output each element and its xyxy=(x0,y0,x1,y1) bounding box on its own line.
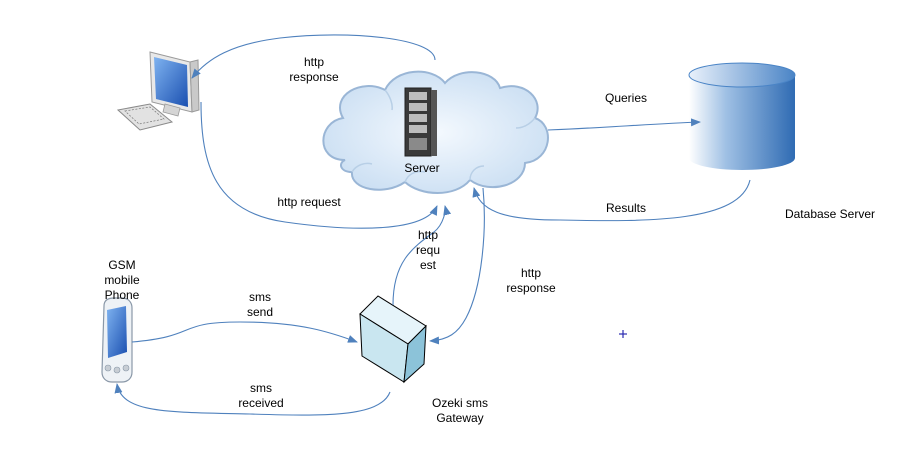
gateway-label: Ozeki sms Gateway xyxy=(431,396,488,425)
database-icon xyxy=(688,62,796,170)
http-request-vertical-label: http requ est xyxy=(415,228,441,272)
cursor-crosshair-icon xyxy=(619,330,627,338)
http-response-to-computer-arrow xyxy=(191,34,436,79)
queries-label: Queries xyxy=(604,91,648,105)
sms-gateway-icon xyxy=(359,295,427,384)
mobile-phone-icon xyxy=(101,297,133,383)
http-response-right-label: http response xyxy=(506,266,556,295)
results-arrow xyxy=(472,179,751,222)
results-label: Results xyxy=(605,201,646,215)
queries-arrow xyxy=(547,118,701,131)
database-server-label: Database Server xyxy=(784,207,876,221)
http-request-from-computer-arrow xyxy=(200,101,438,229)
server-icon xyxy=(404,87,437,157)
http-request-from-gateway-arrow xyxy=(392,205,452,306)
http-request-left-label: http request xyxy=(277,195,341,209)
server-label: Server xyxy=(404,161,440,175)
http-response-to-gateway-arrow xyxy=(429,187,485,345)
computer-icon xyxy=(116,51,200,131)
gsm-phone-label: GSM mobile Phone xyxy=(104,258,140,302)
sms-received-arrow xyxy=(114,383,391,416)
sms-send-arrow xyxy=(131,321,358,343)
http-response-top-label: http response xyxy=(289,55,339,84)
sms-send-label: sms send xyxy=(246,290,274,319)
sms-received-label: sms received xyxy=(238,381,284,410)
